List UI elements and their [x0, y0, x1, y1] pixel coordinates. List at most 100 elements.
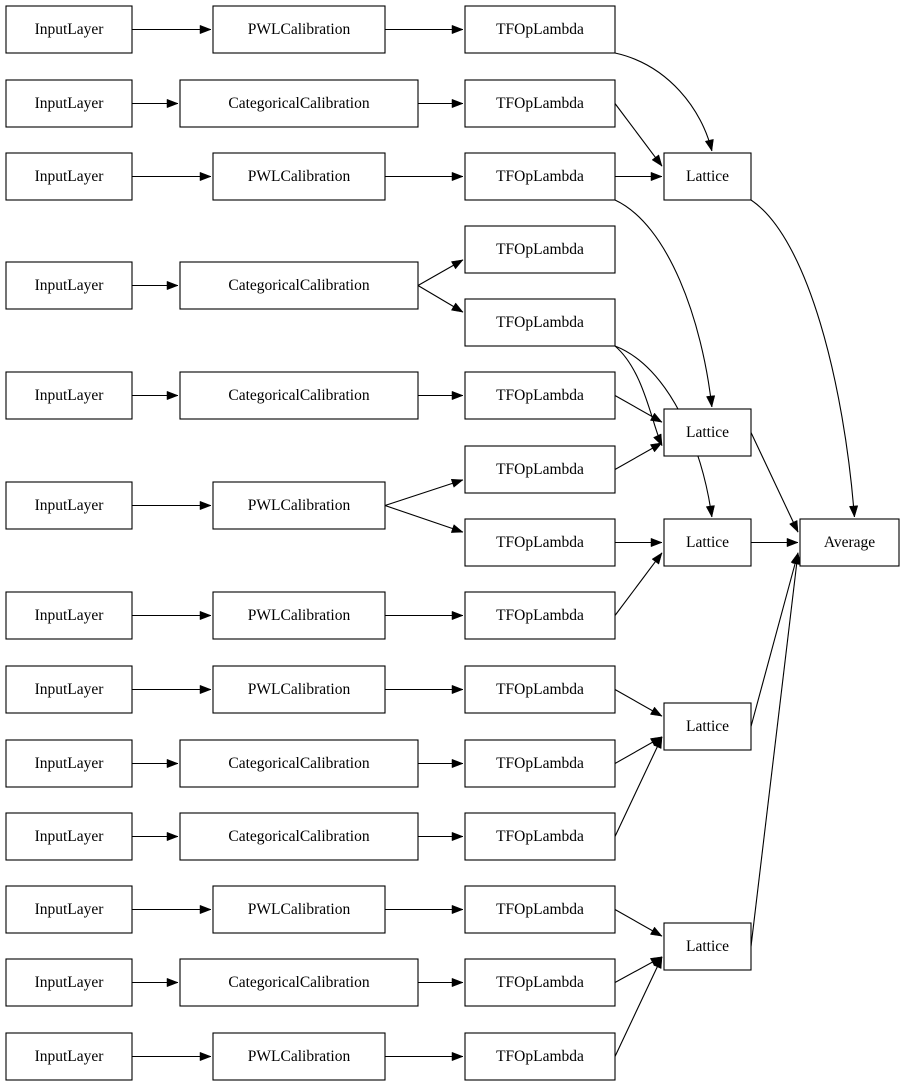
edge-line — [614, 345, 663, 446]
edge-line — [614, 956, 663, 1057]
arrow-head-icon — [450, 259, 464, 270]
edge-lat4-to-avg — [750, 552, 800, 727]
node-box — [179, 958, 419, 1007]
node-pwlcalibration-cal8: PWLCalibration — [212, 665, 386, 714]
node-box — [5, 958, 133, 1007]
node-input-layer-in13: InputLayer — [5, 1032, 133, 1081]
arrow-head-icon — [450, 524, 464, 533]
edge-tf13-to-lat5 — [614, 909, 663, 937]
arrow-head-icon — [651, 552, 663, 565]
node-box — [5, 261, 133, 310]
node-box — [663, 702, 752, 751]
edge-tf7-to-lat2 — [614, 442, 663, 470]
edge-in5-to-cal5 — [132, 390, 179, 401]
node-tfop-lambda-tf2: TFOpLambda — [464, 79, 616, 128]
edge-in11-to-cal11 — [132, 904, 212, 915]
arrow-head-icon — [199, 500, 212, 511]
edge-in2-to-cal2 — [132, 98, 179, 109]
arrow-head-icon — [450, 302, 464, 313]
node-tfop-lambda-tf11: TFOpLambda — [464, 739, 616, 788]
edge-cal3-to-tf3 — [385, 171, 464, 182]
node-box — [5, 885, 133, 934]
node-box — [464, 885, 616, 934]
edge-in8-to-cal8 — [132, 684, 212, 695]
node-tfop-lambda-tf6: TFOpLambda — [464, 371, 616, 420]
arrow-head-icon — [792, 552, 802, 565]
node-lattice-lat4: Lattice — [663, 702, 752, 751]
node-tfop-lambda-tf14: TFOpLambda — [464, 958, 616, 1007]
node-input-layer-in6: InputLayer — [5, 481, 133, 530]
node-box — [212, 481, 386, 530]
node-lattice-lat3: Lattice — [663, 518, 752, 567]
node-input-layer-in2: InputLayer — [5, 79, 133, 128]
edge-cal9-to-tf11 — [418, 758, 464, 769]
arrow-head-icon — [451, 904, 464, 915]
arrow-head-icon — [450, 479, 464, 488]
arrow-head-icon — [166, 831, 179, 842]
node-box — [464, 958, 616, 1007]
node-box — [464, 518, 616, 567]
node-box — [663, 518, 752, 567]
edge-cal12-to-tf14 — [418, 977, 464, 988]
node-pwlcalibration-cal13: PWLCalibration — [212, 1032, 386, 1081]
node-box — [5, 665, 133, 714]
node-lattice-lat5: Lattice — [663, 922, 752, 971]
node-box — [179, 371, 419, 420]
node-box — [212, 885, 386, 934]
arrow-head-icon — [649, 412, 663, 423]
edge-tf1-to-lat1 — [614, 52, 714, 152]
node-average-avg: Average — [799, 518, 900, 567]
node-tfop-lambda-tf1: TFOpLambda — [464, 5, 616, 54]
edge-line — [614, 199, 713, 408]
node-box — [464, 5, 616, 54]
node-categorical-calibration-cal2: CategoricalCalibration — [179, 79, 419, 128]
node-box — [464, 371, 616, 420]
node-input-layer-in5: InputLayer — [5, 371, 133, 420]
arrow-head-icon — [650, 537, 663, 548]
edge-line — [614, 736, 663, 837]
node-box — [464, 812, 616, 861]
edge-line — [750, 432, 799, 533]
edge-tf10-to-lat4 — [614, 689, 663, 717]
arrow-head-icon — [451, 390, 464, 401]
edge-in7-to-cal7 — [132, 610, 212, 621]
arrow-head-icon — [166, 98, 179, 109]
arrow-head-icon — [199, 904, 212, 915]
node-categorical-calibration-cal5: CategoricalCalibration — [179, 371, 419, 420]
arrow-head-icon — [653, 736, 663, 749]
arrow-head-icon — [651, 154, 663, 167]
edge-cal10-to-tf12 — [418, 831, 464, 842]
edge-in4-to-cal4 — [132, 280, 179, 291]
node-pwlcalibration-cal1: PWLCalibration — [212, 5, 386, 54]
arrow-head-icon — [166, 758, 179, 769]
arrow-head-icon — [451, 610, 464, 621]
edge-tf5-to-lat2 — [614, 345, 663, 447]
node-box — [464, 591, 616, 640]
edge-line — [750, 552, 799, 727]
arrow-head-icon — [451, 171, 464, 182]
node-box — [464, 79, 616, 128]
edge-in10-to-cal10 — [132, 831, 179, 842]
edge-in1-to-cal1 — [132, 24, 212, 35]
node-box — [5, 5, 133, 54]
edges-layer — [132, 24, 859, 1062]
node-box — [464, 225, 616, 274]
edge-cal2-to-tf2 — [418, 98, 464, 109]
node-box — [179, 739, 419, 788]
arrow-head-icon — [451, 684, 464, 695]
node-box — [663, 408, 752, 457]
edge-cal13-to-tf15 — [385, 1051, 464, 1062]
node-box — [5, 152, 133, 201]
edge-tf9-to-lat3 — [614, 552, 663, 616]
node-box — [212, 665, 386, 714]
node-box — [5, 1032, 133, 1081]
edge-tf6-to-lat2 — [614, 395, 663, 423]
edge-lat2-to-avg — [750, 432, 799, 533]
node-input-layer-in11: InputLayer — [5, 885, 133, 934]
arrow-head-icon — [451, 1051, 464, 1062]
edge-tf2-to-lat1 — [614, 103, 663, 167]
arrow-head-icon — [653, 433, 663, 447]
arrow-head-icon — [650, 171, 663, 182]
